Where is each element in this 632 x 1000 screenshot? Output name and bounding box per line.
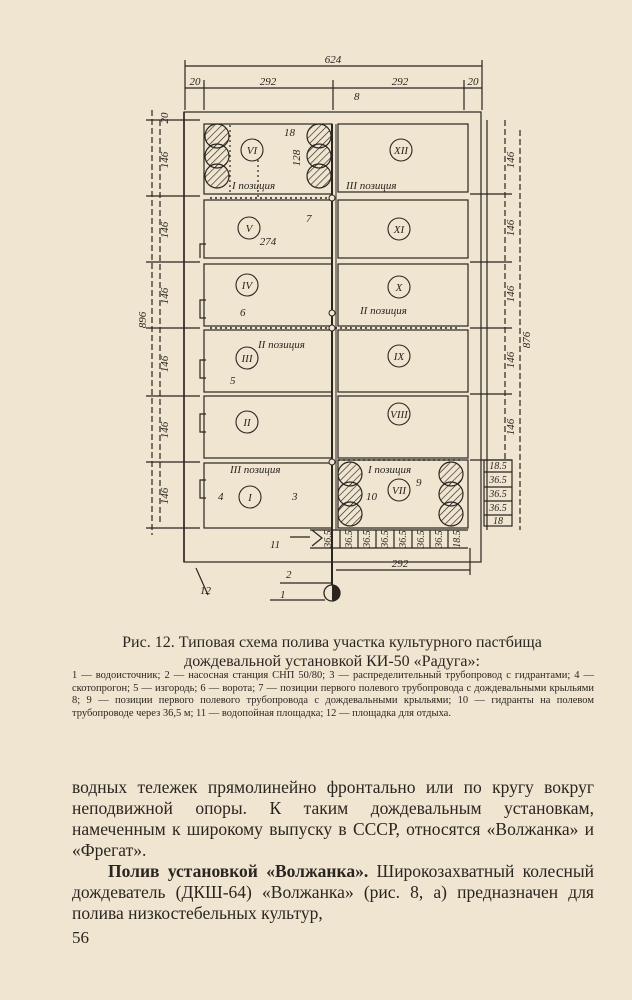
spacing-right-5: 18 [493, 516, 503, 527]
dim-row-6: 146 [159, 487, 171, 504]
plot-label-11: XI [393, 224, 406, 236]
marker-2: 2 [286, 569, 292, 581]
dim-row-2: 146 [159, 221, 171, 238]
marker-8: 8 [354, 91, 360, 103]
position-label-first-left: I позиция [231, 180, 275, 192]
position-label-third-bottom: III позиция [229, 464, 281, 476]
plot-label-7: VII [392, 485, 407, 497]
body-paragraph-2: Полив установкой «Волжанка». Широкозахва… [72, 861, 594, 924]
spacing-bottom-2: 36.5 [344, 530, 355, 549]
dim-right-row-1: 146 [505, 151, 517, 168]
dim-row-4: 146 [159, 355, 171, 372]
spacing-bottom-1: 36.5 [323, 530, 334, 549]
plot-label-8: VIII [390, 409, 409, 421]
spacing-right-2: 36.5 [488, 475, 507, 486]
spacing-bottom-3: 36.5 [362, 530, 373, 549]
dim-left-half: 292 [260, 76, 277, 88]
dim-right-half: 292 [392, 76, 409, 88]
marker-4: 4 [218, 491, 224, 503]
dim-right-row-5: 146 [505, 418, 517, 435]
dim-right-margin: 20 [468, 76, 480, 88]
body-paragraph-2-heading: Полив установкой «Волжанка». [108, 861, 369, 881]
plot-label-10: X [395, 282, 404, 294]
plot-label-3: III [241, 353, 254, 365]
spacing-right-4: 36.5 [488, 503, 507, 514]
plot-label-1: I [247, 492, 253, 504]
spacing-bottom-5: 36.5 [398, 530, 409, 549]
marker-7: 7 [306, 213, 312, 225]
spacing-bottom-7: 36.5 [434, 530, 445, 549]
marker-5: 5 [230, 375, 236, 387]
position-label-second-right: II позиция [359, 305, 407, 317]
marker-10: 10 [366, 491, 378, 503]
dim-left-margin: 20 [190, 76, 202, 88]
position-label-first-bottom: I позиция [367, 464, 411, 476]
body-text: водных тележек прямолинейно фронтально и… [72, 777, 594, 924]
spacing-right-1: 18.5 [489, 461, 507, 472]
figure-caption-legend: 1 — водоисточник; 2 — насосная станция С… [72, 670, 594, 719]
marker-12: 12 [200, 585, 212, 597]
plot-label-2: II [242, 417, 252, 429]
dim-row-5: 146 [159, 421, 171, 438]
dim-row-3: 146 [159, 287, 171, 304]
page-number: 56 [72, 928, 89, 947]
figure-caption-title: Рис. 12. Типовая схема полива участка ку… [122, 634, 542, 670]
dim-right-row-2: 146 [505, 219, 517, 236]
dim-bottom-width: 292 [392, 558, 409, 570]
plot-label-12: XII [393, 145, 409, 157]
dim-left-height: 896 [137, 311, 149, 328]
plot-label-5: V [246, 223, 254, 235]
marker-11: 11 [270, 539, 280, 551]
marker-6: 6 [240, 307, 246, 319]
position-label-third-top: III позиция [345, 180, 397, 192]
dim-inner-width: 274 [260, 236, 277, 248]
plot-label-4: IV [241, 280, 254, 292]
marker-3: 3 [291, 491, 298, 503]
plot-label-9: IX [393, 351, 406, 363]
marker-9: 9 [416, 477, 422, 489]
dim-top-margin: 20 [159, 112, 171, 124]
marker-18: 18 [284, 127, 296, 139]
irrigation-scheme-diagram: VI V IV III II I XII XI X IX VIII VII 62… [137, 54, 533, 602]
spacing-bottom-4: 36.5 [380, 530, 391, 549]
dim-hydrant-dist: 128 [291, 149, 303, 166]
body-paragraph-2-text: Широкозахватный колесный дождеватель (ДК… [72, 861, 594, 923]
body-paragraph-1: водных тележек прямолинейно фронтально и… [72, 777, 594, 860]
dim-row-1: 146 [159, 151, 171, 168]
spacing-bottom-6: 36.5 [416, 530, 427, 549]
position-label-second-left: II позиция [257, 339, 305, 351]
dim-right-row-4: 146 [505, 351, 517, 368]
plot-label-6: VI [247, 145, 259, 157]
dim-right-row-3: 146 [505, 285, 517, 302]
spacing-bottom-8: 18.5 [452, 530, 463, 548]
marker-1: 1 [280, 589, 286, 601]
dim-right-height: 876 [521, 331, 533, 348]
spacing-right-3: 36.5 [488, 489, 507, 500]
dim-total-width: 624 [325, 54, 342, 66]
